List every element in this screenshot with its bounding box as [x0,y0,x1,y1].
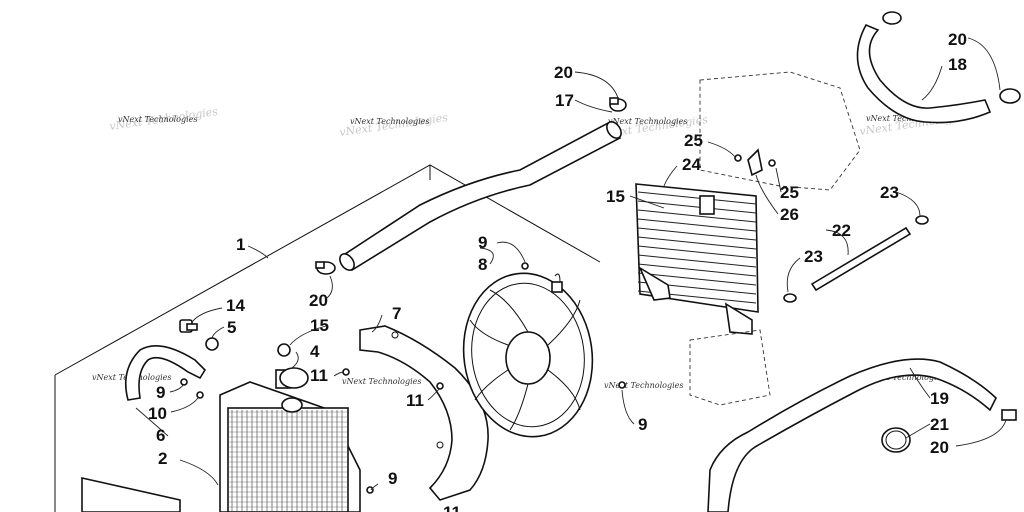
callout-15-right: 15 [606,187,625,206]
hose-clamp-23-bottom [783,293,797,303]
leader-lines [135,37,1007,491]
watermark: vNext Technologies [118,115,197,124]
callout-11-left: 11 [310,366,328,385]
hose-clamp-23-top [915,215,929,225]
callout-18: 18 [948,55,967,74]
oil-cooler-tube [810,226,912,292]
callout-10: 10 [148,404,167,423]
hose-clamp-21 [881,427,911,453]
lower-radiator-hose [707,358,997,512]
callout-6: 6 [156,426,165,445]
hose-clamp-upper-left [315,261,336,275]
callout-26: 26 [780,205,799,224]
watermark: vNext Technologies [608,117,687,126]
callout-21: 21 [930,415,949,434]
callout-1: 1 [236,235,245,254]
callout-15-left: 15 [310,316,329,335]
watermark: vNext Technologies [866,114,945,123]
watermark: vNext Technologies [604,381,683,390]
callout-11-mid: 11 [406,391,424,410]
callout-22: 22 [832,221,851,240]
callouts: 1 2 4 5 6 7 8 9 9 9 9 10 11 11 11 14 15 … [148,30,967,512]
overflow-hose-upper-right [856,11,1021,124]
oil-cooler-fins [637,191,757,304]
engine-mount-outline [689,71,861,406]
hose-clamp-upper-right [609,97,627,112]
callout-23-top: 23 [880,183,899,202]
callout-20-top: 20 [554,63,573,82]
callout-25-right: 25 [780,183,799,202]
grommet [205,337,219,351]
overflow-hose-left [124,344,207,401]
radiator-screen [81,477,181,512]
callout-11-bottom: 11 [443,503,461,512]
radiator-core [229,410,347,512]
callout-19: 19 [930,389,949,408]
watermark: vNext Technologies [866,373,945,382]
watermark: vNext Technologies [342,377,421,386]
callout-9-bottom: 9 [388,469,397,488]
callout-9-top: 9 [478,233,487,252]
fan-blades [469,289,581,431]
callout-20-left: 20 [309,291,328,310]
oil-cooler [635,183,759,335]
callout-5: 5 [227,318,236,337]
callout-9-right: 9 [638,415,647,434]
bolt [179,319,198,333]
callout-20-bottomright: 20 [930,438,949,457]
callout-2: 2 [158,449,167,468]
hose-clamp-lower-right [1001,409,1017,421]
callout-24: 24 [682,155,701,174]
callout-25-top: 25 [684,131,703,150]
callout-9-left: 9 [156,383,165,402]
reference-outline [54,164,601,512]
callout-4: 4 [310,342,320,361]
upper-radiator-hose [339,120,622,272]
callout-23-bottom: 23 [804,247,823,266]
fan-shroud [359,325,489,501]
callout-17: 17 [555,91,574,110]
radiator [219,367,361,512]
callout-20-topright: 20 [948,30,967,49]
callout-8: 8 [478,255,487,274]
callout-7: 7 [392,304,401,323]
watermark: vNext Technologies [350,117,429,126]
fasteners [180,148,776,494]
grommet-15 [277,343,291,357]
callout-14: 14 [226,296,245,315]
cooling-fan [462,272,594,438]
